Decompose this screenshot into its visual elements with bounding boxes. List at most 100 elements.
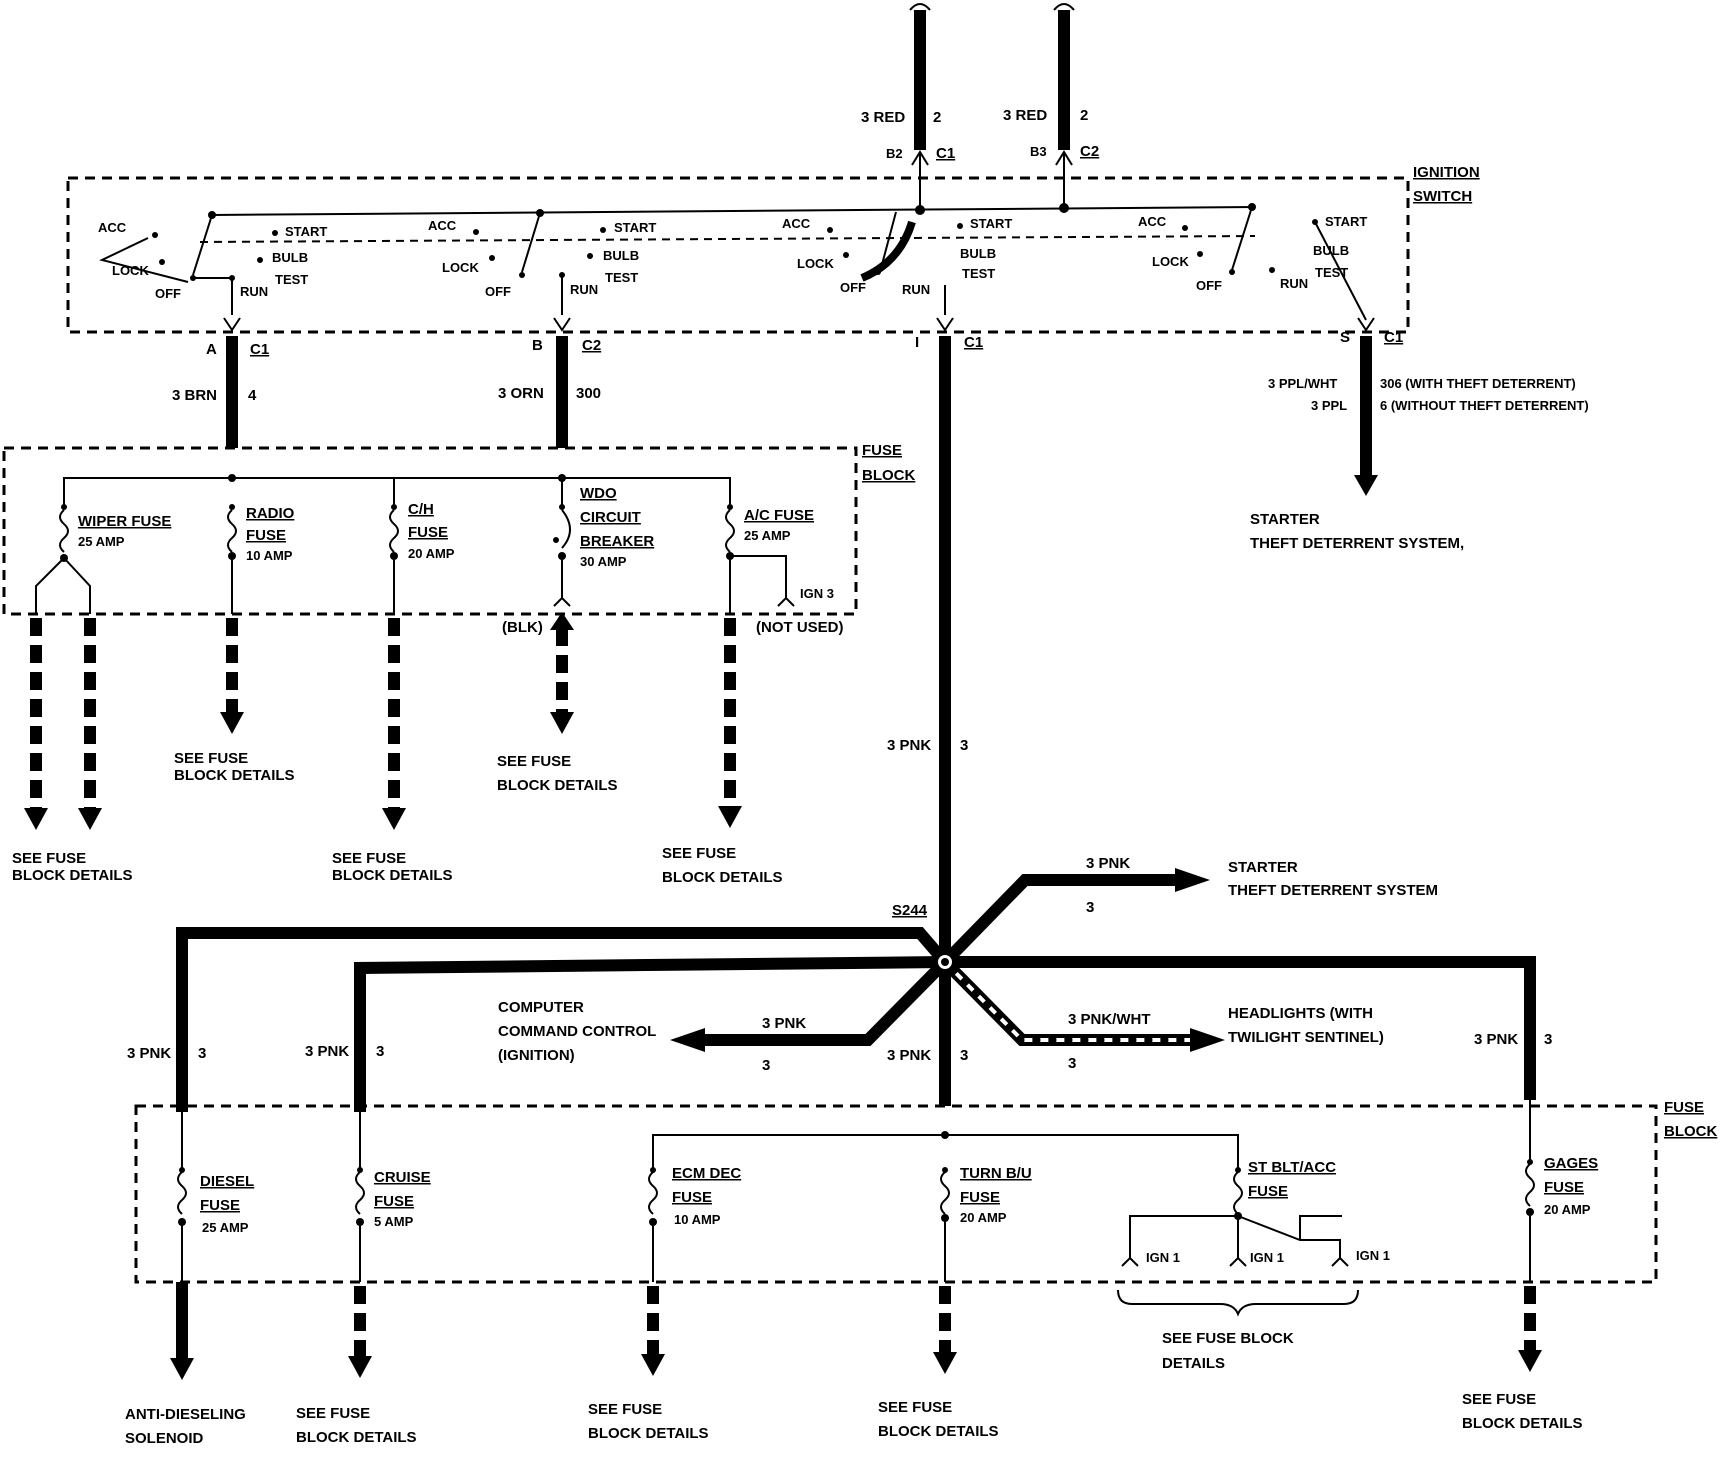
see-fuse-block-details-1: SEE FUSE BLOCK (1162, 1330, 1294, 1347)
see-fuse-5b: BLOCK DETAILS (662, 869, 783, 886)
acc-label: ACC (782, 216, 811, 231)
upper-fuse-block-title-2: BLOCK (862, 467, 915, 484)
see-fuse-7a: SEE FUSE (588, 1401, 662, 1418)
starter-circuit: 3 (1086, 899, 1094, 916)
wdo-amp: 30 AMP (580, 554, 627, 569)
switch-section-1: ACC LOCK OFF RUN START BULB TEST (98, 214, 327, 315)
output-i-wire: 3 PNK (887, 737, 931, 754)
test-label: TEST (1315, 265, 1348, 280)
pnk-label-4: 3 PNK (1474, 1031, 1518, 1048)
splice-s244: S244 3 PNK 3 STARTER THEFT DETERRENT SYS… (127, 855, 1552, 1112)
stblt-name1: ST BLT/ACC (1248, 1159, 1336, 1176)
see-fuse-9a: SEE FUSE (1462, 1391, 1536, 1408)
run-label: RUN (240, 284, 268, 299)
output-a-cavity: A (206, 341, 217, 358)
output-i: I C1 3 PNK 3 (887, 317, 983, 960)
wdo-name1: WDO (580, 485, 617, 502)
wdo-name2: CIRCUIT (580, 509, 641, 526)
cruise-fuse: CRUISE FUSE 5 AMP (355, 1112, 431, 1282)
lower-fuse-block: FUSE BLOCK DIESEL FUSE 25 AMP CRUISE FUS… (134, 1099, 1717, 1284)
see-fuse-6a: SEE FUSE (296, 1405, 370, 1422)
radio-fuse-amp: 10 AMP (246, 548, 293, 563)
ecm-dec-fuse: ECM DEC FUSE 10 AMP (648, 1165, 741, 1282)
lock-label: LOCK (442, 260, 479, 275)
output-s-dest1: STARTER (1250, 511, 1320, 528)
top-feed-2: 3 RED 2 B3 C2 (1003, 3, 1099, 208)
acc-label: ACC (98, 220, 127, 235)
off-label: OFF (155, 286, 181, 301)
radio-fuse-name1: RADIO (246, 505, 295, 522)
circuit-label-1: 3 (198, 1045, 206, 1062)
test-label: TEST (275, 272, 308, 287)
feed2-cavity: B3 (1030, 144, 1047, 159)
gages-name2: FUSE (1544, 1179, 1584, 1196)
hl-dest2: TWILIGHT SENTINEL) (1228, 1029, 1384, 1046)
test-label: TEST (962, 266, 995, 281)
ignition-switch-title-2: SWITCH (1413, 188, 1472, 205)
pnk-label-3: 3 PNK (887, 1047, 931, 1064)
ccc-dest1: COMPUTER (498, 999, 584, 1016)
ac-fuse-name: A/C FUSE (744, 507, 814, 524)
see-fuse-block-details-2: DETAILS (1162, 1355, 1225, 1372)
ign1-label-3: IGN 1 (1356, 1248, 1390, 1263)
blk-label: (BLK) (502, 619, 543, 636)
off-label: OFF (485, 284, 511, 299)
ccc-circuit: 3 (762, 1057, 770, 1074)
off-label: OFF (840, 280, 866, 295)
ign1-label-1: IGN 1 (1146, 1250, 1180, 1265)
feed1-cavity: B2 (886, 146, 903, 161)
output-a-wire: 3 BRN (172, 387, 217, 404)
ch-fuse-name1: C/H (408, 501, 434, 518)
output-b-connector: C2 (582, 337, 601, 354)
start-label: START (970, 216, 1012, 231)
see-fuse-2b: BLOCK DETAILS (174, 767, 295, 784)
wiper-fuse-name: WIPER FUSE (78, 513, 171, 530)
ac-fuse: A/C FUSE 25 AMP IGN 3 (725, 504, 834, 614)
ign3-label: IGN 3 (800, 586, 834, 601)
lock-label: LOCK (1152, 254, 1189, 269)
output-a-connector: C1 (250, 341, 269, 358)
turn-amp: 20 AMP (960, 1210, 1007, 1225)
stblt-name2: FUSE (1248, 1183, 1288, 1200)
output-s-connector: C1 (1384, 329, 1403, 346)
ch-fuse-name2: FUSE (408, 524, 448, 541)
see-fuse-1a: SEE FUSE (12, 850, 86, 867)
acc-label: ACC (1138, 214, 1167, 229)
gages-amp: 20 AMP (1544, 1202, 1591, 1217)
diesel-name1: DIESEL (200, 1173, 254, 1190)
output-a: A C1 3 BRN 4 (172, 317, 269, 448)
output-s: S C1 3 PPL/WHT 306 (WITH THEFT DETERRENT… (1250, 317, 1589, 552)
see-fuse-4b: BLOCK DETAILS (497, 777, 618, 794)
not-used-label: (NOT USED) (756, 619, 844, 636)
output-i-circuit: 3 (960, 737, 968, 754)
feed2-connector: C2 (1080, 143, 1099, 160)
run-label: RUN (902, 282, 930, 297)
radio-fuse: RADIO FUSE 10 AMP (227, 504, 295, 614)
bulb-label: BULB (272, 250, 308, 265)
circuit-label-3: 3 (960, 1047, 968, 1064)
bulb-label: BULB (603, 248, 639, 263)
bulb-label: BULB (1313, 243, 1349, 258)
output-a-circuit: 4 (248, 387, 257, 404)
wdo-circuit-breaker: WDO CIRCUIT BREAKER 30 AMP (553, 478, 654, 607)
see-fuse-4a: SEE FUSE (497, 753, 571, 770)
see-fuse-8b: BLOCK DETAILS (878, 1423, 999, 1440)
cruise-amp: 5 AMP (374, 1214, 414, 1229)
bulb-label: BULB (960, 246, 996, 261)
run-label: RUN (570, 282, 598, 297)
ccc-dest3: (IGNITION) (498, 1047, 575, 1064)
anti-dieseling-2: SOLENOID (125, 1430, 204, 1447)
gages-name1: GAGES (1544, 1155, 1598, 1172)
see-fuse-2a: SEE FUSE (174, 750, 248, 767)
turn-bu-fuse: TURN B/U FUSE 20 AMP (940, 1165, 1032, 1282)
diesel-amp: 25 AMP (202, 1220, 249, 1235)
hl-dest1: HEADLIGHTS (WITH (1228, 1005, 1373, 1022)
pnk-label-1: 3 PNK (127, 1045, 171, 1062)
top-feed-1: 3 RED 2 B2 C1 (861, 3, 955, 208)
feed1-circuit: 2 (933, 109, 941, 126)
st-blt-acc-fuse: ST BLT/ACC FUSE IGN 1 IGN 1 IGN 1 (1121, 1159, 1390, 1267)
starter-wire: 3 PNK (1086, 855, 1130, 872)
turn-name1: TURN B/U (960, 1165, 1032, 1182)
output-i-connector: C1 (964, 334, 983, 351)
